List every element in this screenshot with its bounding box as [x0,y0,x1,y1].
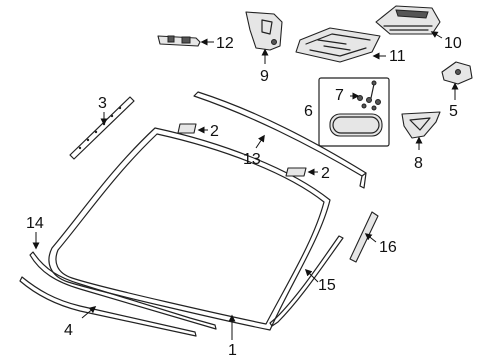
callout-3: 3 [98,95,107,112]
callout-12: 12 [216,35,234,52]
pillar-trim [349,211,379,263]
mirror-mount-clip [441,61,473,85]
upper-weatherstrip [193,91,367,189]
mirror-cover [401,111,441,139]
callout-10: 10 [444,35,462,52]
callout-labels: 1 2 2 3 4 5 6 7 8 9 10 11 12 13 14 15 16 [26,35,462,359]
mirror-screws [357,80,381,111]
callout-7: 7 [335,87,344,104]
lower-molding [19,276,197,337]
left-side-molding [29,251,217,330]
callout-14: 14 [26,215,44,232]
callout-4: 4 [64,322,73,339]
callout-16: 16 [379,239,397,256]
spacer-pad-upper [177,123,197,134]
callout-6: 6 [304,103,313,120]
callout-5: 5 [449,103,458,120]
rain-sensor [157,35,201,47]
spacer-pad-lower [285,167,307,177]
callout-1: 1 [228,342,237,359]
leader-lines [32,31,459,340]
right-side-molding [269,235,344,327]
callout-2-lower: 2 [321,165,330,182]
sensor-bracket [245,11,283,51]
camera-cover [295,27,381,63]
windshield-glass [48,127,331,331]
callout-8: 8 [414,155,423,172]
callout-9: 9 [260,68,269,85]
upper-molding-strip [69,96,135,160]
callout-11: 11 [389,48,406,65]
rearview-mirror-group [318,77,390,147]
callout-15: 15 [318,277,336,294]
camera-assembly [375,5,441,35]
callout-2-upper: 2 [210,123,219,140]
callout-13: 13 [243,151,261,168]
